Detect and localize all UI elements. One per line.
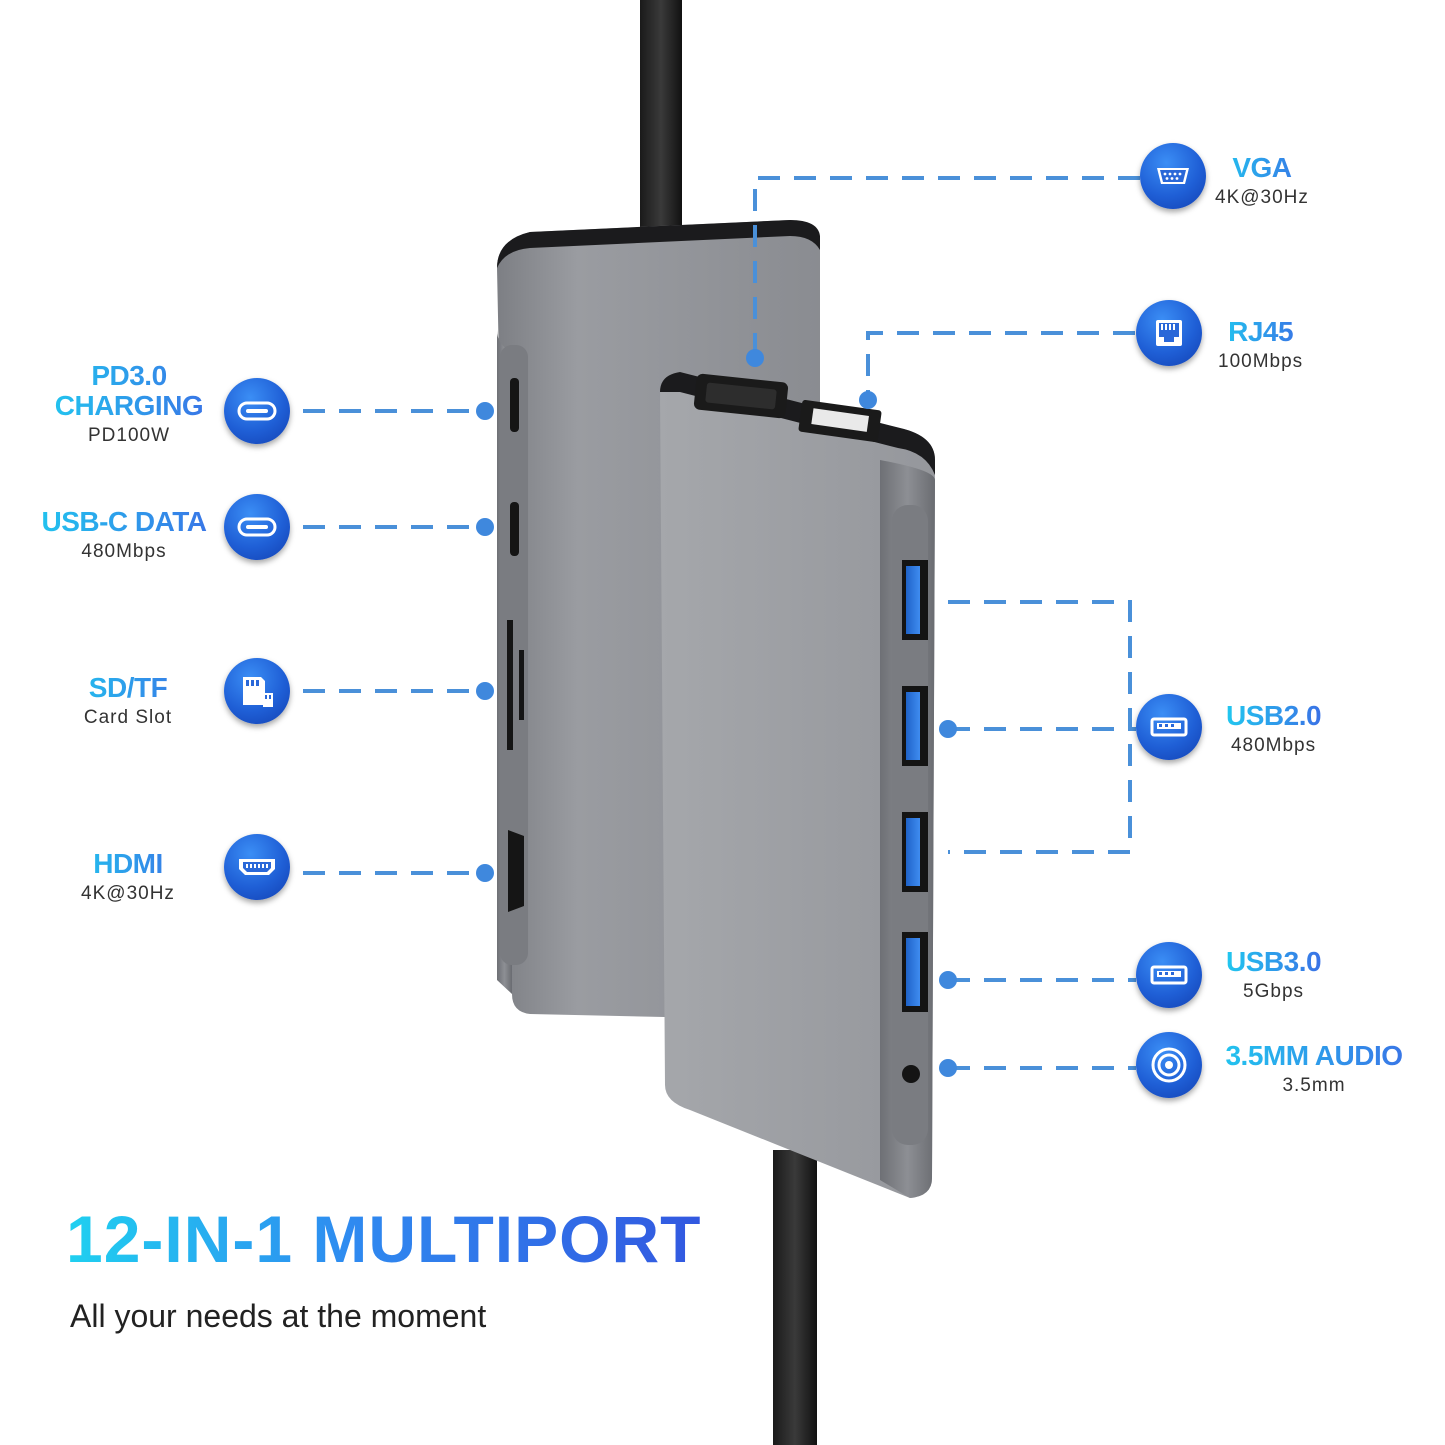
pd-title-line1: PD3.0 bbox=[44, 362, 214, 390]
sd-slot bbox=[507, 620, 513, 750]
rj45-title: RJ45 bbox=[1218, 318, 1303, 346]
usb3-label: USB3.0 5Gbps bbox=[1226, 946, 1322, 1002]
hdmi-port-icon bbox=[224, 834, 290, 900]
audio-dot bbox=[939, 1059, 957, 1077]
usb3-dot bbox=[939, 971, 957, 989]
pd-title-line2: CHARGING bbox=[44, 392, 214, 420]
headline: 12-IN-1 MULTIPORT bbox=[66, 1202, 702, 1276]
hdmi-spec: 4K@30Hz bbox=[81, 883, 175, 904]
vga-port-icon bbox=[1140, 143, 1206, 209]
audio-title: 3.5MM AUDIO bbox=[1214, 1042, 1414, 1070]
usb-c-port-icon bbox=[224, 494, 290, 560]
usbc-dot bbox=[476, 518, 494, 536]
pd-label: PD3.0 CHARGING PD100W bbox=[44, 362, 214, 446]
sd-card-icon bbox=[224, 658, 290, 724]
usbc-label: USB-C DATA 480Mbps bbox=[30, 508, 218, 562]
vga-label: VGA 4K@30Hz bbox=[1215, 154, 1309, 208]
usb2-label: USB2.0 480Mbps bbox=[1226, 700, 1322, 756]
usb-a-port-icon bbox=[1136, 942, 1202, 1008]
usb3-title: USB3.0 bbox=[1226, 946, 1322, 977]
usb-a-port-icon bbox=[1136, 694, 1202, 760]
usb2-title: USB2.0 bbox=[1226, 700, 1322, 731]
audio-jack-icon bbox=[1136, 1032, 1202, 1098]
usbc-title: USB-C DATA bbox=[30, 508, 218, 536]
sd-spec: Card Slot bbox=[83, 707, 173, 728]
vga-dot bbox=[746, 349, 764, 367]
ethernet-port-icon bbox=[1136, 300, 1202, 366]
usb2-spec: 480Mbps bbox=[1230, 735, 1317, 756]
top-cable bbox=[640, 0, 682, 240]
sd-label: SD/TF Card Slot bbox=[58, 674, 198, 728]
usb2-dot bbox=[939, 720, 957, 738]
bottom-cable bbox=[773, 1150, 817, 1445]
rj45-spec: 100Mbps bbox=[1218, 351, 1304, 372]
hdmi-dot bbox=[476, 864, 494, 882]
hdmi-port bbox=[508, 830, 524, 912]
vga-spec: 4K@30Hz bbox=[1215, 187, 1309, 208]
audio-spec: 3.5mm bbox=[1282, 1075, 1346, 1096]
vga-title: VGA bbox=[1215, 154, 1309, 182]
tf-slot bbox=[519, 650, 524, 720]
audio-label: 3.5MM AUDIO 3.5mm bbox=[1214, 1042, 1414, 1096]
sd-dot bbox=[476, 682, 494, 700]
front-hub bbox=[660, 372, 935, 1198]
usb3-spec: 5Gbps bbox=[1243, 981, 1305, 1002]
rj45-dot bbox=[859, 391, 877, 409]
rj45-label: RJ45 100Mbps bbox=[1218, 318, 1304, 372]
pd-usbc-port bbox=[510, 378, 519, 432]
pd-dot bbox=[476, 402, 494, 420]
usb-c-port-icon bbox=[224, 378, 290, 444]
tagline: All your needs at the moment bbox=[70, 1298, 487, 1334]
hdmi-label: HDMI 4K@30Hz bbox=[68, 850, 188, 904]
usbc-spec: 480Mbps bbox=[81, 541, 167, 562]
vga-leader bbox=[753, 176, 1140, 358]
sd-title: SD/TF bbox=[58, 674, 198, 702]
audio-port bbox=[902, 1065, 920, 1083]
rj45-leader bbox=[866, 331, 1135, 400]
data-usbc-port bbox=[510, 502, 519, 556]
pd-spec: PD100W bbox=[87, 425, 171, 446]
hdmi-title: HDMI bbox=[68, 850, 188, 878]
